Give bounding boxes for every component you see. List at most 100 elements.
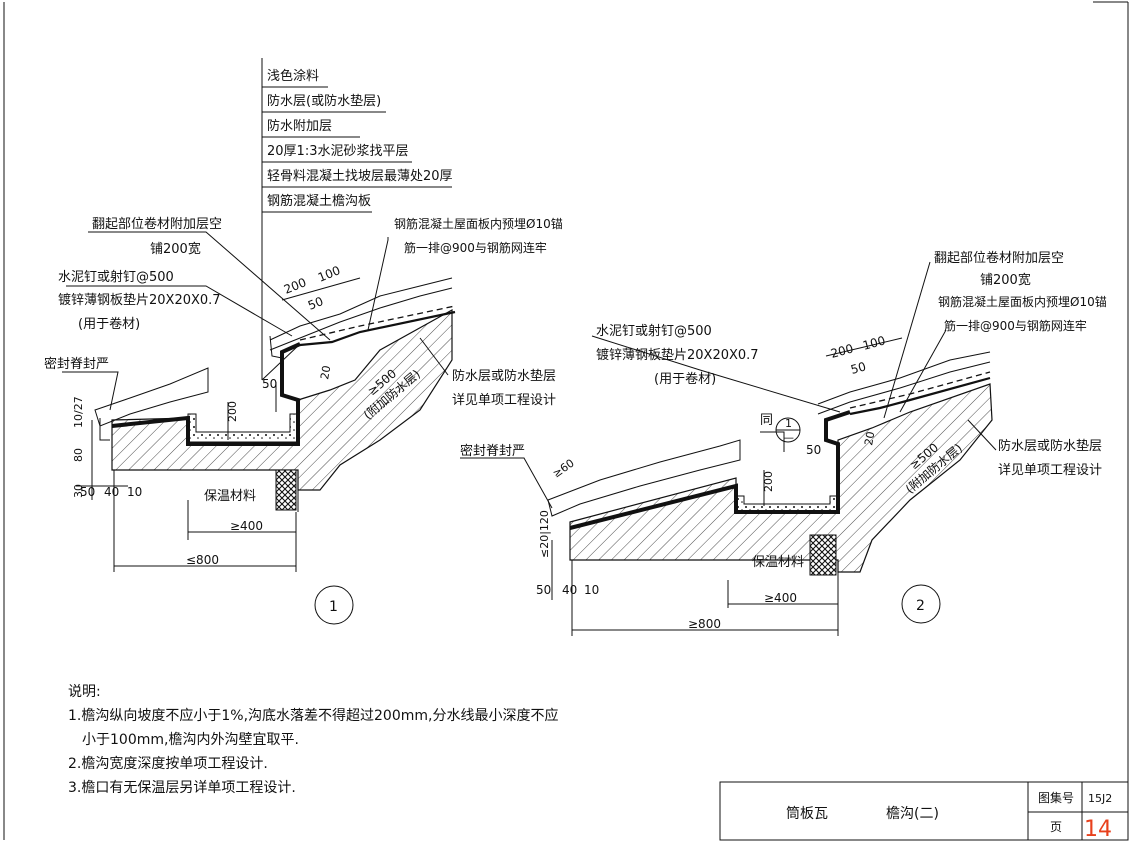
fold-leader-2 [883, 261, 931, 419]
tile-line-lower [269, 287, 453, 351]
ref-leader [760, 431, 785, 452]
dim2-100: 100 [861, 333, 887, 352]
dim2-200v: 200 [762, 471, 775, 492]
tile-end [269, 335, 283, 359]
tile-line-upper [269, 277, 453, 341]
atlas-value: 15J2 [1088, 792, 1112, 805]
seal-leader-2 [460, 457, 553, 509]
detail-1 [62, 58, 456, 625]
fold-note-2-line2: 铺200宽 [980, 272, 1031, 288]
insulation-block [275, 469, 297, 511]
detail-2-circle [901, 584, 941, 624]
tile-line-lower-2 [817, 361, 991, 415]
wp-note-2-line2: 详见单项工程设计 [998, 463, 1102, 478]
layer-label-0: 浅色涂料 [267, 68, 319, 84]
nail-note-line3: (用于卷材) [78, 316, 140, 332]
dim-50c: 50 [80, 485, 95, 499]
dim2-400: ≥400 [764, 591, 797, 605]
anchor-note-line1: 钢筋混凝土屋面板内预埋Ø10锚 [394, 216, 563, 231]
dim2-20-120: ≤20|120 [538, 510, 551, 558]
nail-note-2-line2: 镀锌薄钢板垫片20X20X0.7 [596, 347, 759, 363]
dim2-50c: 50 [536, 583, 551, 597]
wp-note-line2: 详见单项工程设计 [452, 393, 556, 408]
dim-800: ≤800 [186, 553, 219, 567]
anchor-leader [367, 237, 389, 331]
layer-label-5: 钢筋混凝土檐沟板 [267, 193, 371, 209]
ref-bottom: — [783, 431, 794, 444]
gutter-mortar [187, 413, 299, 443]
insulation-label: 保温材料 [204, 489, 256, 504]
dim2-60: ≥60 [550, 456, 576, 480]
note-item-3: 3.檐口有无保温层另详单项工程设计. [68, 780, 296, 796]
waterproof-line-2 [569, 410, 851, 530]
anchor-note-2-line1: 钢筋混凝土屋面板内预埋Ø10锚 [938, 294, 1107, 309]
page-number: 14 [1084, 817, 1112, 842]
nail-leader-2 [591, 335, 841, 413]
title-category: 筒板瓦 [786, 805, 828, 822]
page-label: 页 [1050, 820, 1062, 834]
left-eave-tiles [94, 367, 209, 427]
detail-2-number: 2 [916, 598, 925, 614]
dim-10: 10 [127, 485, 142, 499]
left-eave-end [99, 418, 110, 441]
dim-50: 50 [306, 294, 325, 313]
dim2-20: 20 [862, 430, 877, 446]
layer-label-4: 轻骨料混凝土找坡层最薄处20厚 [267, 168, 453, 184]
title-block: 筒板瓦 檐沟(二) 图集号 15J2 页 14 [719, 781, 1129, 842]
insulation-block-2 [809, 534, 837, 576]
wp-note-2-line1: 防水层或防水垫层 [998, 438, 1102, 454]
tile-line-upper-2 [817, 351, 991, 405]
dim-10-27: 10/27 [72, 396, 85, 428]
layer-leader-tip [261, 343, 301, 381]
detail-2 [460, 261, 997, 636]
dim2-800: ≥800 [688, 617, 721, 631]
wp-note-line1: 防水层或防水垫层 [452, 368, 556, 384]
detail-1-text: 浅色涂料 防水层(或防水垫层) 防水附加层 20厚1:3水泥砂浆找平层 轻骨料混… [44, 68, 563, 615]
anchor-leader-2 [899, 329, 947, 413]
layer-label-2: 防水附加层 [267, 118, 332, 134]
dim-100: 100 [316, 263, 342, 285]
wp-leader [419, 337, 449, 376]
detail-1-number: 1 [329, 599, 338, 615]
seal-leader [62, 371, 119, 411]
anchor-note-2-line2: 筋一排@900与钢筋网连牢 [944, 318, 1087, 333]
notes-heading: 说明: [68, 684, 101, 700]
atlas-label: 图集号 [1038, 790, 1074, 805]
note-item-1: 1.檐沟纵向坡度不应小于1%,沟底水落差不得超过200mm,分水线最小深度不应 [68, 708, 559, 724]
concrete-slab [111, 308, 453, 491]
anchor-note-line2: 筋一排@900与钢筋网连牢 [404, 240, 547, 255]
notes-block: 说明: 1.檐沟纵向坡度不应小于1%,沟底水落差不得超过200mm,分水线最小深… [68, 680, 558, 800]
note-item-1-cont: 小于100mm,檐沟内外沟壁宜取平. [82, 732, 299, 748]
dim2-50b: 50 [806, 443, 821, 457]
dim-80: 80 [72, 448, 85, 462]
dim-30: 30 [72, 484, 85, 498]
left-eave-tiles-2 [547, 439, 741, 517]
layer-label-1: 防水层(或防水垫层) [267, 93, 381, 109]
dim-50b: 50 [262, 377, 277, 391]
fold-note-line1: 翻起部位卷材附加层空 [92, 216, 222, 232]
layer-underlines [262, 86, 452, 213]
dim-20: 20 [318, 364, 333, 380]
dim2-40: 40 [562, 583, 577, 597]
nail-note-line2: 镀锌薄钢板垫片20X20X0.7 [58, 292, 221, 308]
nail-note-line1: 水泥钉或射钉@500 [58, 269, 174, 285]
title-block-frame [719, 781, 1129, 841]
fold-note-line2: 铺200宽 [150, 241, 201, 257]
ref-top: 1 [785, 417, 792, 430]
detail-2-text: 翻起部位卷材附加层空 铺200宽 钢筋混凝土屋面板内预埋Ø10锚 筋一排@900… [460, 250, 1107, 631]
seal-note-2: 密封脊封严 [460, 443, 525, 459]
extra-waterproof [299, 305, 456, 341]
nail-leader [66, 285, 293, 337]
dimension-lines-1 [76, 277, 361, 572]
dim-40: 40 [104, 485, 119, 499]
same-label: 同 [760, 413, 773, 428]
seal-note: 密封脊封严 [44, 356, 109, 372]
dim2-200: 200 [829, 341, 855, 360]
layer-label-3: 20厚1:3水泥砂浆找平层 [267, 144, 408, 159]
nail-note-2-line3: (用于卷材) [654, 371, 716, 387]
dim2-10: 10 [584, 583, 599, 597]
fold-leader [88, 231, 331, 341]
dim2-50: 50 [849, 359, 867, 376]
